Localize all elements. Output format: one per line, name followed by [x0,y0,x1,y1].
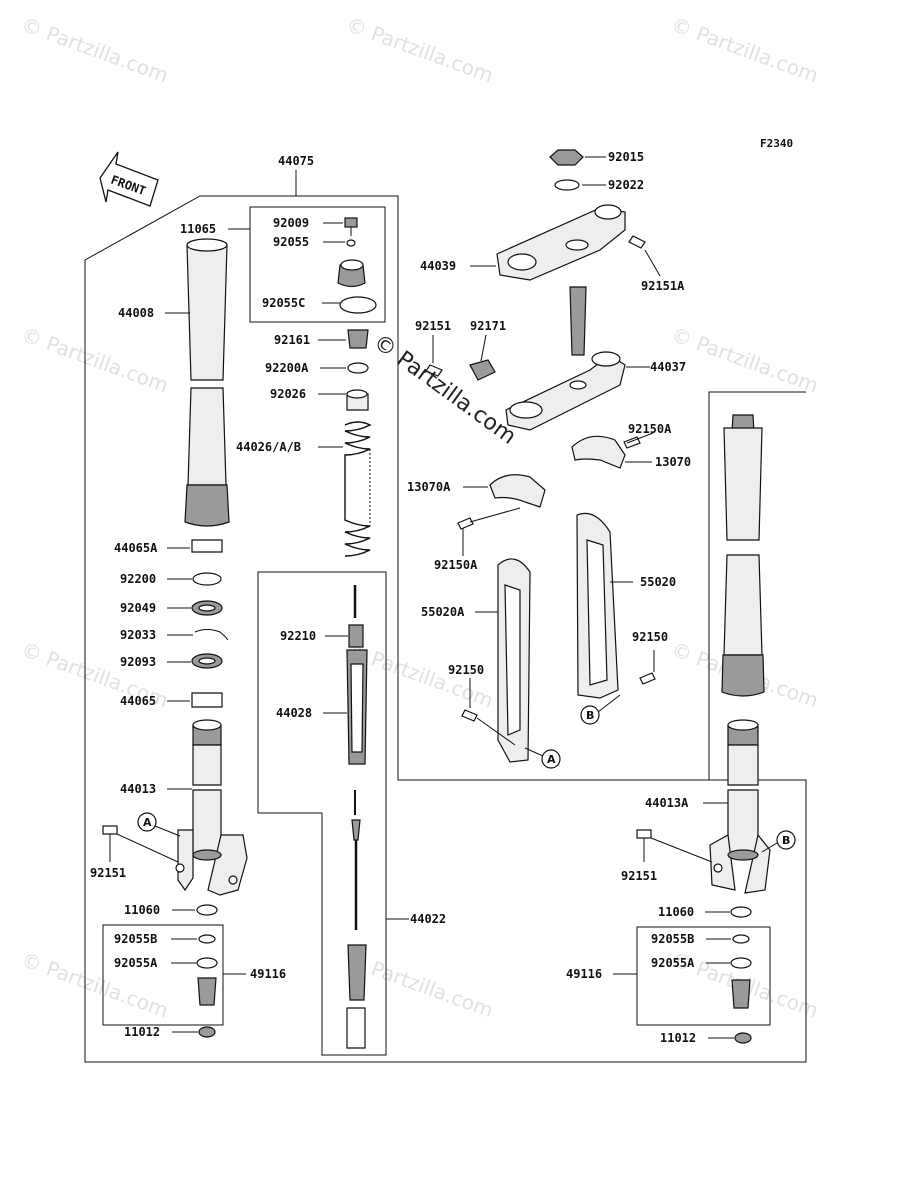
drain-box-right [636,926,771,1026]
cap-parts [337,217,377,314]
label-92171: 92171 [470,319,506,333]
ref-a-mid [541,749,561,769]
label-92093: 92093 [120,655,156,669]
watermark: © Partzilla.com [343,12,496,87]
label-92055A-right: 92055A [651,956,695,970]
label-55020: 55020 [640,575,676,589]
watermark: © Partzilla.com [668,322,821,397]
label-44022: 44022 [410,912,446,926]
top-clamp-assembly [496,149,646,281]
label-11065: 11065 [180,222,216,236]
cap-subassembly-box [249,206,386,323]
ref-a-mid-text: A [547,753,556,766]
lower-clamp-assembly [425,286,626,431]
bolt-92150-right [639,672,656,685]
label-49116-right: 49116 [566,967,602,981]
label-49116-left: 49116 [250,967,286,981]
label-92055: 92055 [273,235,309,249]
label-92150-left: 92150 [448,663,484,677]
oring-11060-right [730,906,752,918]
label-92151-mid: 92151 [415,319,451,333]
label-92055C: 92055C [262,296,305,310]
bolt-92150-left [461,709,478,722]
label-92033: 92033 [120,628,156,642]
watermark: © Partzilla.com [343,947,496,1022]
ref-a-left-text: A [143,816,152,829]
label-11012-left: 11012 [124,1025,160,1039]
label-44075: 44075 [278,154,314,168]
label-44028: 44028 [276,706,312,720]
outer-tube-right [721,414,765,697]
ref-a-left [137,812,157,832]
label-44013: 44013 [120,782,156,796]
bolt-92151-right [636,829,713,863]
left-seal-parts [191,539,229,708]
rebound-parts [346,329,369,411]
label-11012-right: 11012 [660,1031,696,1045]
label-92161: 92161 [274,333,310,347]
ref-b-mid-text: B [586,709,594,722]
right-fork-outline [708,391,806,780]
label-92210: 92210 [280,629,316,643]
label-44037: 44037 [650,360,686,374]
label-92049: 92049 [120,601,156,615]
watermark: © Partzilla.com [18,322,171,397]
label-44039: 44039 [420,259,456,273]
drain-parts-right [730,934,752,1044]
label-92200A: 92200A [265,361,309,375]
label-92150A-left: 92150A [434,558,478,572]
label-92026: 92026 [270,387,306,401]
inner-tube-left [175,719,248,896]
label-11060-right: 11060 [658,905,694,919]
fork-guards [497,512,619,763]
label-11060-left: 11060 [124,903,160,917]
damper-parts [346,585,368,1049]
label-92015: 92015 [608,150,644,164]
label-55020A: 55020A [421,605,465,619]
label-44013A: 44013A [645,796,689,810]
bolt-92151-left [102,825,179,863]
label-92200: 92200 [120,572,156,586]
label-92009: 92009 [273,216,309,230]
label-44008: 44008 [118,306,154,320]
fork-guard-clamps [457,435,641,530]
label-92151A-top: 92151A [641,279,685,293]
label-92151-left: 92151 [90,866,126,880]
watermark: © Partzilla.com [18,12,171,87]
label-13070A: 13070A [407,480,451,494]
label-92022: 92022 [608,178,644,192]
drain-box-left [102,924,224,1026]
watermark-center: © Partzilla.com [368,330,520,450]
drain-parts-left [196,934,218,1038]
label-92150-right: 92150 [632,630,668,644]
label-44065: 44065 [120,694,156,708]
label-44026AB: 44026/A/B [236,440,301,454]
ref-b-right-text: B [782,834,790,847]
label-92055B-right: 92055B [651,932,694,946]
label-92150A-right: 92150A [628,422,672,436]
label-13070: 13070 [655,455,691,469]
ref-b-mid [580,705,600,725]
watermark: © Partzilla.com [668,12,821,87]
label-92055B-left: 92055B [114,932,157,946]
diagram-code: F2340 [760,137,793,150]
label-44065A: 44065A [114,541,158,555]
inner-tube-right [709,719,771,894]
ref-b-right [776,830,796,850]
front-arrow-icon: FRONT [99,151,159,207]
watermark-group: © Partzilla.com © Partzilla.com © Partzi… [18,12,821,1022]
label-92055A-left: 92055A [114,956,158,970]
oring-11060-left [196,904,218,916]
label-92151-right: 92151 [621,869,657,883]
outer-tube-left [184,238,230,527]
left-fork-assembly-outline [84,195,807,1063]
damper-subassembly-box [257,571,387,1056]
fork-spring [344,421,372,557]
